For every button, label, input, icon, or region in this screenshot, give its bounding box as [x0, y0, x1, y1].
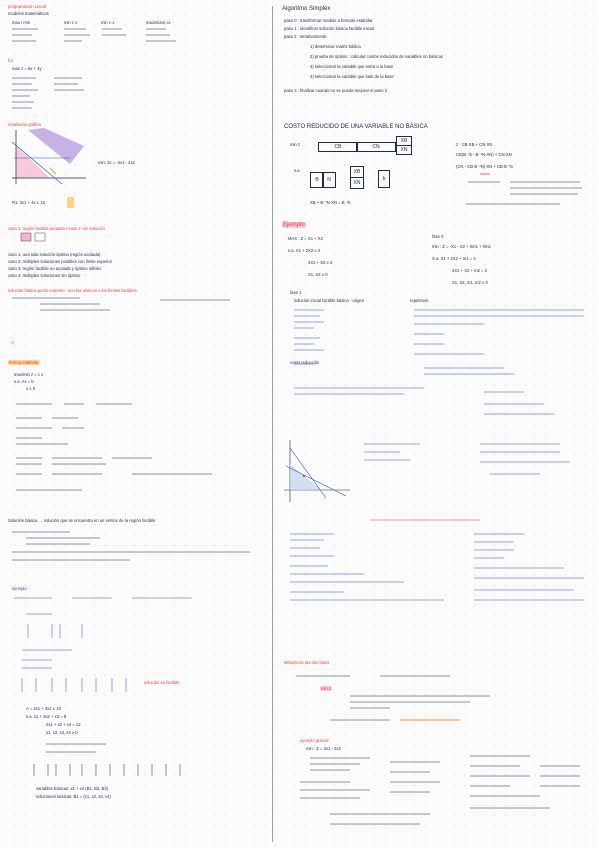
caso-block [290, 533, 584, 601]
case-line-2: caso 2: múltiples soluciones posibles co… [8, 259, 113, 264]
fase0-line-3: 2X1 + X2 + m2 = 2 [452, 268, 488, 273]
ejemplo-title: Ejemplo [282, 222, 306, 228]
dos-fases-notes [296, 675, 490, 721]
sol-basica-note: Solución básica → solución que se encuen… [8, 518, 156, 523]
box-cb: CB [318, 142, 358, 152]
simplex-graph [284, 440, 350, 502]
sa-line-3: X1, X2 ≥ 0 [308, 272, 328, 277]
case-line-4: caso 4: múltiples soluciones sin óptimo [8, 273, 81, 278]
costo-right-3: (CN - CB·B⁻¹N) XN + CB·B⁻¹b [456, 164, 513, 169]
ejemplo-grande-work [300, 755, 580, 825]
sol-basica-scribbles [12, 531, 250, 561]
table-col-3: min c·x [101, 20, 115, 25]
estandar-line-2: s.a. Ax = b [14, 379, 34, 384]
bottom-eq-4: x1, x2, x3, x4 ≥ 0 [46, 730, 78, 735]
estandar-line-3: x ≥ 0 [26, 386, 36, 391]
fo-label: f.o [8, 58, 13, 63]
box-b-vec: b [378, 170, 390, 188]
dos-fases-title: Método de las dos fases [284, 660, 330, 665]
cases-icons [20, 232, 46, 242]
fase0-line-1: min : Z = -X1 - X2 + 0m1 + 0m2 [432, 244, 491, 249]
column-divider [272, 6, 273, 842]
fase1-work [294, 309, 584, 415]
box-xn2: XN [350, 177, 364, 189]
subtitle-modelos: modelos matemáticos [8, 11, 49, 16]
costo-title: COSTO REDUCIDO DE UNA VARIABLE NO BÁSICA [284, 124, 428, 130]
fase0-line-4: X1, X2, m1, m2 ≥ 0 [452, 280, 488, 285]
min-z-box: min z [320, 686, 333, 691]
step-2-1: 1) determinar matriz básica [310, 44, 361, 49]
bottom-eq-2: s.a. x1 + 2x2 + x3 = 8 [26, 714, 67, 719]
sa-line-1: s.a. X1 + 2X2 ≤ 2 [288, 248, 321, 253]
step-3: paso 3 : finalizar cuando no se pueda me… [284, 88, 388, 93]
box-b: B [310, 172, 324, 188]
ejemplo-grande: ejemplo grande [300, 738, 329, 743]
table-col-1: max / min [12, 20, 31, 25]
solucion-factible: solución es factible [144, 680, 180, 685]
grafica-plot [11, 128, 86, 185]
bottom-note-1: variables básicas: x1 + x4 (B1, B2, B3) [36, 786, 109, 791]
ejemplo-matrices [14, 597, 192, 692]
step-0: paso 0 : transformar modelo a formato es… [284, 18, 373, 23]
ejemplo-label: ejemplo [12, 586, 27, 591]
case-line-3: caso 3: región factible no acotada y ópt… [8, 266, 101, 271]
orange-mark [67, 197, 74, 208]
box-xn: XN [396, 145, 412, 155]
pink-note: ·σ· [10, 340, 16, 345]
max-z: MAX : Z = X1 + X2 [288, 236, 323, 241]
estandar-scribbles [16, 403, 212, 491]
title-programacion-lineal: programación Lineal [8, 4, 46, 9]
min-bottom: min : Z = 3x1 - 2x2 [306, 746, 341, 751]
costo-right-2: CB(B⁻¹b - B⁻¹N·XN) + CN·XN [456, 152, 512, 157]
case-line-1: caso 1: una sola solución óptima (región… [8, 252, 101, 257]
step-2: paso 2 : iterativamente: [284, 34, 328, 39]
fase0-title: fase 0 [432, 234, 444, 239]
fase0-line-2: S.a. X1 + 2X2 + m1 = 2 [432, 256, 476, 261]
fase1-sub: solución inicial factible básica · orige… [294, 298, 365, 303]
sol-basica-title: solución básica punto extremo : son los … [8, 288, 137, 293]
sol-basica-eqs [12, 297, 230, 311]
bottom-matrices [33, 743, 181, 776]
bottom-note-2: soluciones básicas: B1 = (x1, x2, x3, x4… [36, 794, 111, 799]
bottom-eq-3: 2x1 + x2 + x4 = 12 [46, 722, 81, 727]
costo-equation: XB + B⁻¹N·XN = B⁻¹b [310, 200, 351, 205]
estandar-line-1: max/min z = c x [14, 372, 44, 377]
costo-notes [466, 173, 582, 205]
sa-line-2: 2X1 + X2 ≤ 2 [308, 260, 333, 265]
cases-title: caso 1: región factible acotada / caso 2… [8, 226, 105, 231]
min-z-label: min z [290, 142, 301, 147]
box-cn: CN [356, 142, 396, 152]
simplex-title: Algoritmo Simplex [282, 6, 331, 12]
estandar-title: Forma estándar [8, 360, 40, 365]
costo-right-1: z : CB·XB + CN·XN [456, 142, 493, 147]
fo-text: max z = 5x + 4y [12, 66, 42, 71]
table-scribbles [12, 28, 176, 42]
simplex-iter [364, 443, 570, 521]
box-n: N [322, 172, 336, 188]
restriction-line: R1: 3x1 + 4x ≤ 12 [12, 200, 45, 205]
fase1-title: fase 1 [290, 290, 302, 295]
sa-label: s.a [294, 168, 300, 173]
step-2-4: 4) seleccionar la variable que sale de l… [310, 74, 394, 79]
table-col-4: maximizar cx [146, 20, 171, 25]
step-1: paso 1 : identificar solución básica fac… [284, 26, 374, 31]
fo-scribbles [12, 77, 84, 109]
min-equation: min: 2x = -3x1 - 4x2 [98, 160, 135, 165]
table-col-2: min c·x [64, 20, 78, 25]
step-2-2: 2) prueba de óptimo : calcular costos re… [310, 54, 443, 59]
grafica-title: resolución gráfica [8, 122, 41, 127]
step-2-3: 3) seleccionar la variable que entra a l… [310, 64, 394, 69]
bottom-eq-1: A = 2x1 + 3x2 ≤ 10 [26, 706, 61, 711]
repetimos-label: repetimos [410, 298, 429, 303]
costo-reduccion-label: costo reducción [290, 360, 320, 365]
